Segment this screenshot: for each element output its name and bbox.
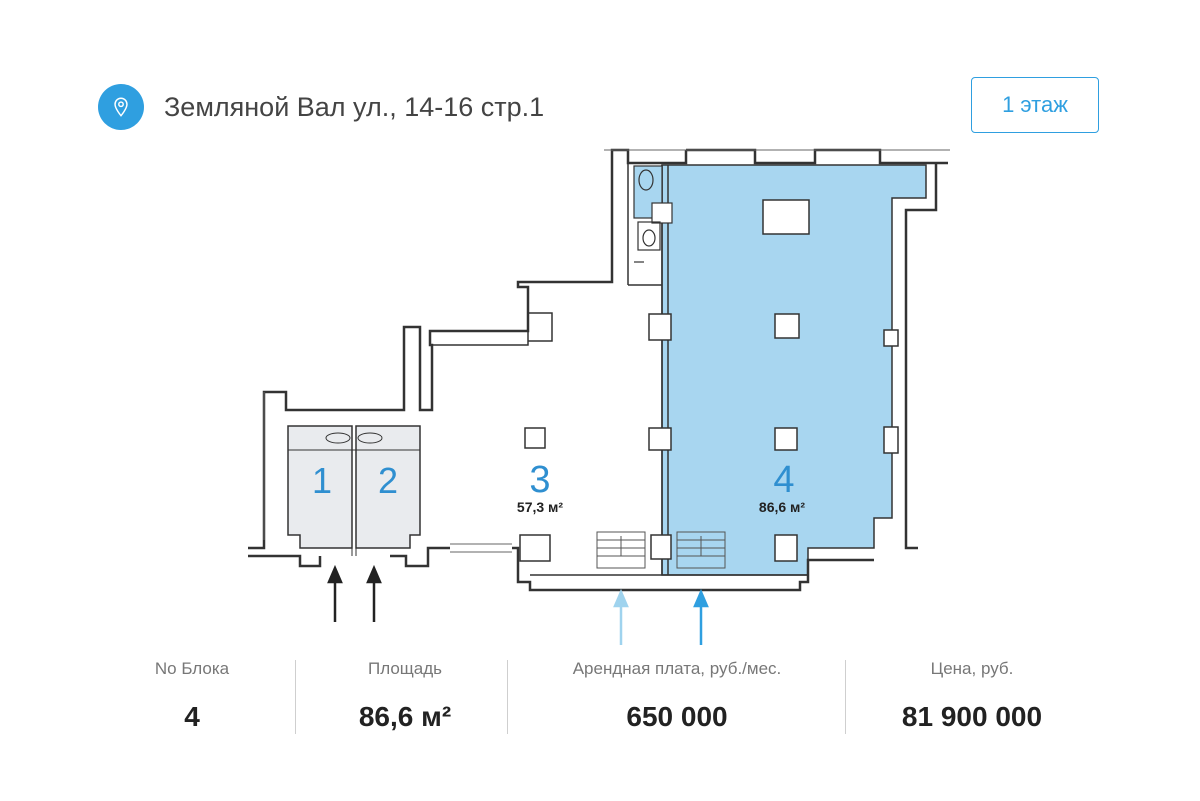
stat-rent: Арендная плата, руб./мес. 650 000 [517,652,837,733]
block-3-number: 3 [529,459,550,501]
entrance-arrows [327,564,709,645]
stats-bar: No Блока 4 Площадь 86,6 м² Арендная плат… [0,652,1200,742]
stat-price-value: 81 900 000 [901,701,1043,732]
floor-selector-button[interactable]: 1 этаж [971,77,1099,133]
bathroom [633,165,673,263]
stat-rent-value: 650 000 [626,701,728,732]
stat-block: No Блока 4 [92,652,292,733]
map-pin-icon [98,84,144,130]
columns [519,199,899,562]
block-3-area: 57,3 м² [517,499,563,515]
divider [295,660,296,734]
stairs [596,531,726,569]
block-4-number: 4 [773,459,794,501]
stat-area: Площадь 86,6 м² [305,652,505,733]
stat-area-label: Площадь [367,659,442,678]
divider [845,660,846,734]
stat-price: Цена, руб. 81 900 000 [852,652,1092,733]
stat-price-label: Цена, руб. [930,659,1014,678]
address-title: Земляной Вал ул., 14-16 стр.1 [164,91,545,122]
stat-block-value: 4 [184,701,200,732]
block-1-number: 1 [312,460,332,501]
header: Земляной Вал ул., 14-16 стр.1 [98,84,544,130]
stat-block-label: No Блока [154,659,230,678]
divider [507,660,508,734]
block-2-number: 2 [378,460,398,501]
stat-area-value: 86,6 м² [358,701,452,732]
stat-rent-label: Арендная плата, руб./мес. [572,659,782,678]
block-4-area: 86,6 м² [759,499,805,515]
